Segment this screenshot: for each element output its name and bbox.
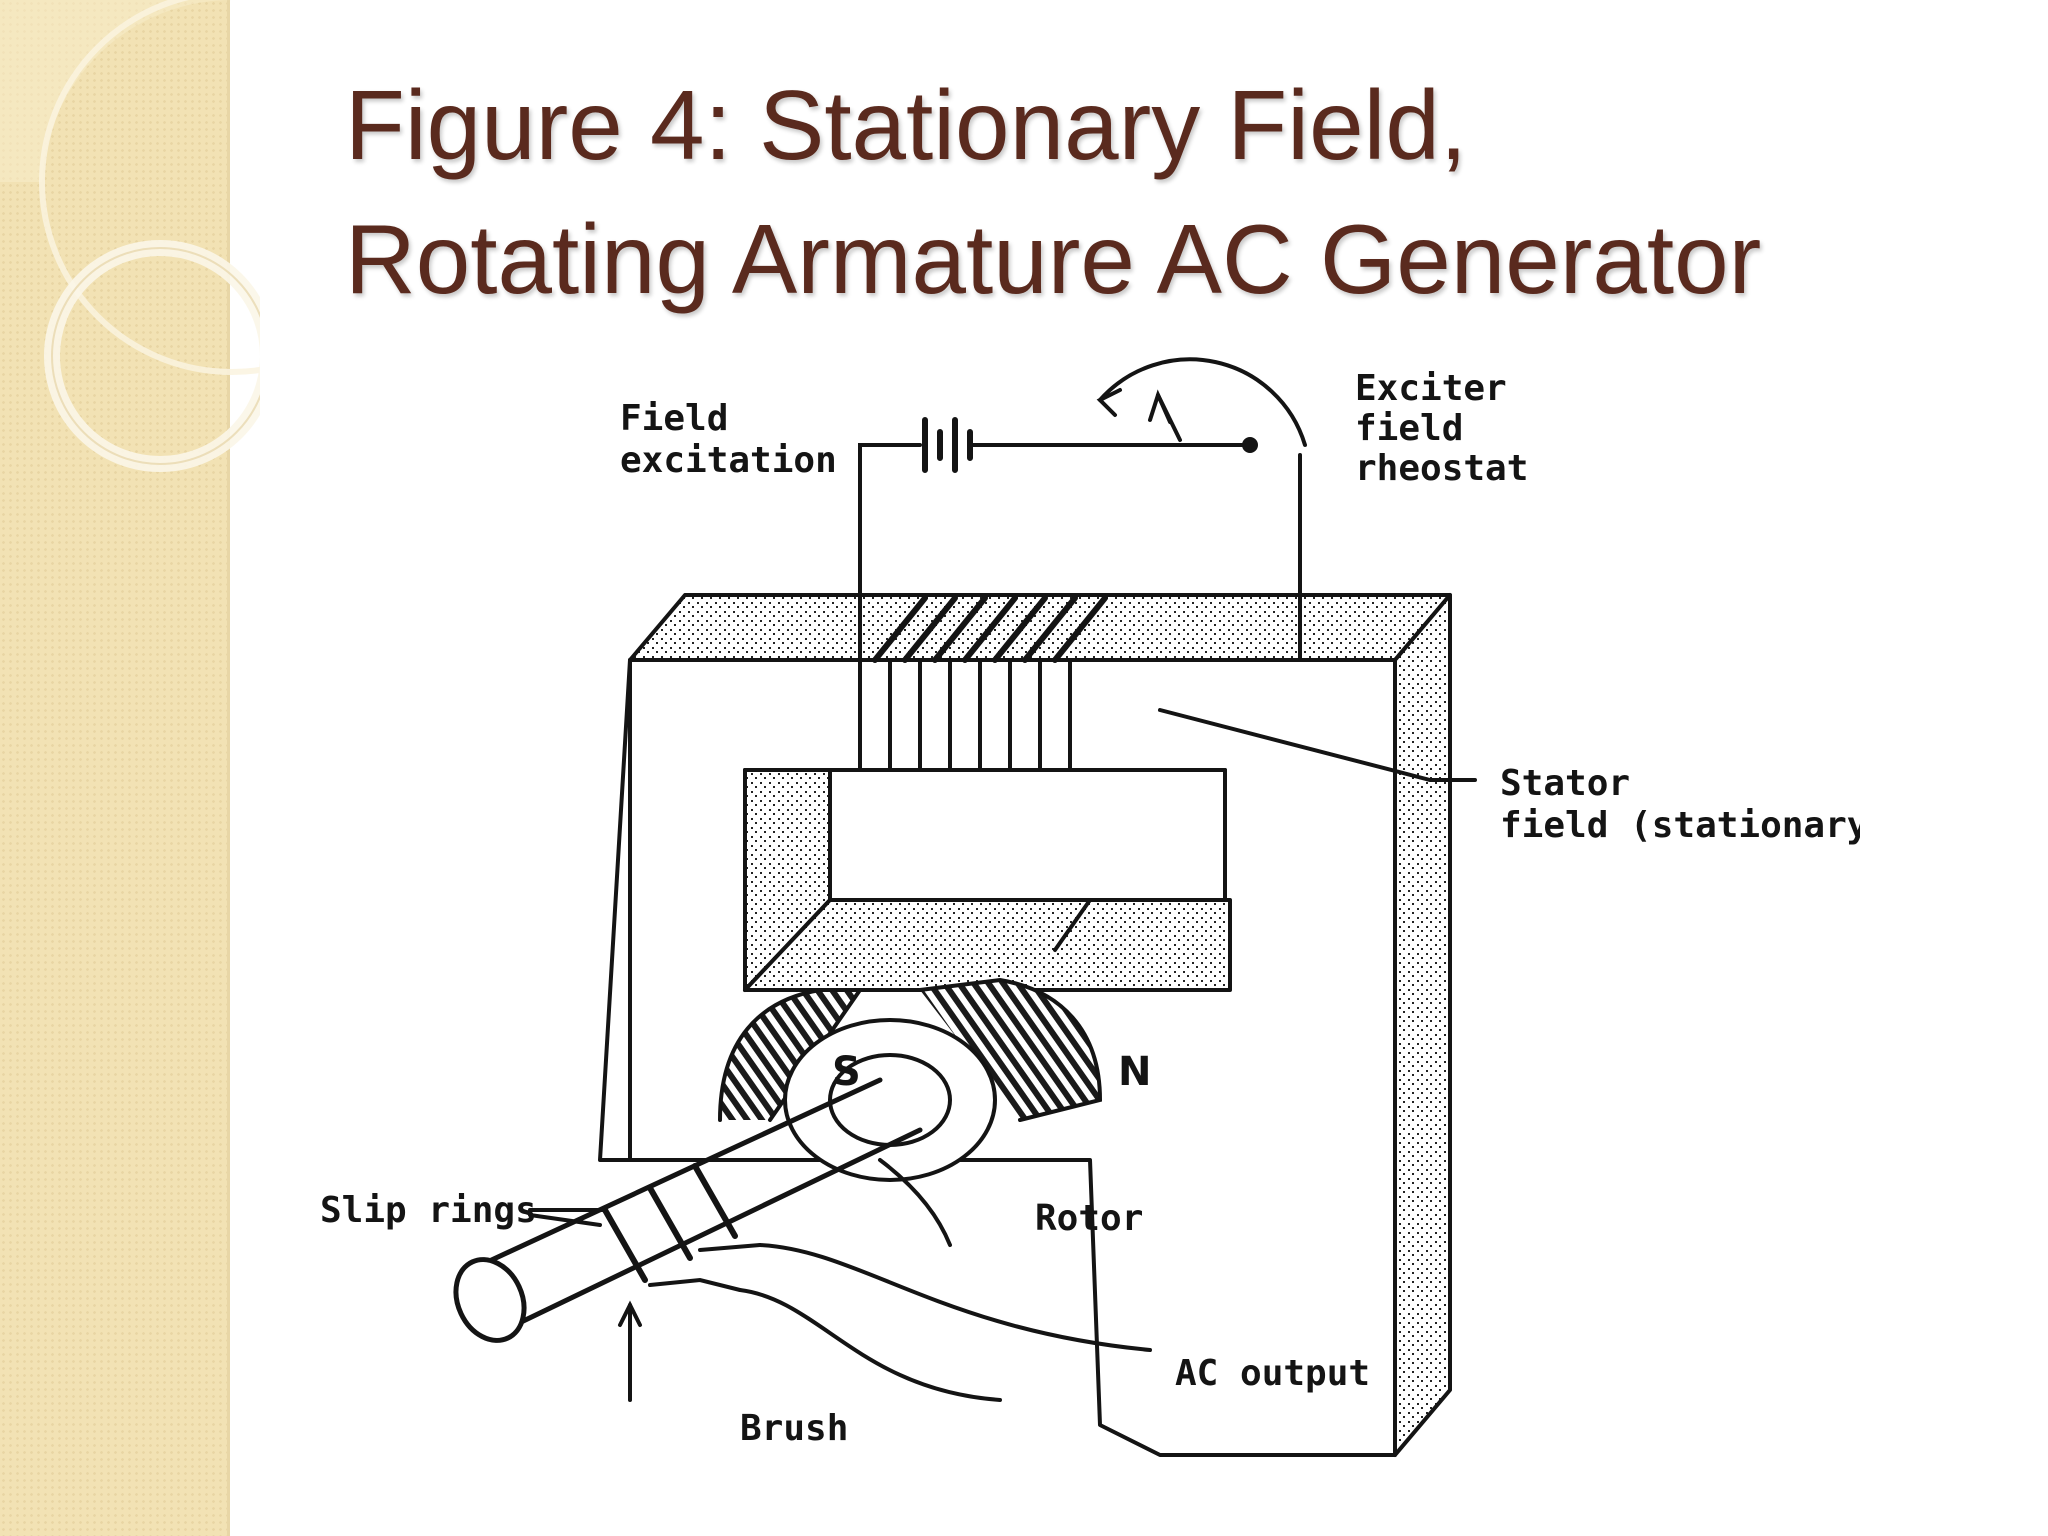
shaft-end xyxy=(453,1257,527,1343)
brush-2 xyxy=(698,1243,762,1252)
label-stator-2: field (stationary) xyxy=(1500,805,1860,846)
label-exciter-3: rheostat xyxy=(1355,448,1528,489)
label-slip-rings: Slip rings xyxy=(320,1190,537,1231)
excitation-lead-left xyxy=(858,443,922,662)
rotor-pointer xyxy=(878,1158,952,1247)
stator-right-face xyxy=(1393,593,1452,1457)
label-stator-1: Stator xyxy=(1500,763,1630,804)
field-windings xyxy=(858,658,1072,772)
label-pole-s: S xyxy=(832,1049,861,1095)
generator-diagram: Field excitation Exciter field rheostat … xyxy=(320,357,1860,1457)
title-line-1: Figure 4: Stationary Field, xyxy=(345,70,1468,180)
label-ac-output: AC output xyxy=(1175,1353,1370,1394)
slip-ring-bands xyxy=(602,1163,738,1283)
slip-rings-pointer xyxy=(528,1208,607,1227)
battery-icon xyxy=(922,417,973,473)
label-pole-n: N xyxy=(1118,1049,1151,1095)
sidebar-border xyxy=(227,0,230,1536)
north-pole-coil xyxy=(918,977,1103,1122)
label-brush: Brush xyxy=(740,1408,848,1449)
slide-title: Figure 4: Stationary Field, Rotating Arm… xyxy=(345,58,2005,326)
output-lead-1 xyxy=(738,1288,1002,1402)
stator-pointer xyxy=(1158,708,1477,782)
field-coil-top xyxy=(872,595,1108,663)
rotor-shaft-top xyxy=(467,1077,883,1273)
label-field-excitation-1: Field xyxy=(620,398,728,439)
deco-corner-shape xyxy=(0,0,232,182)
stator-inner-bottom-face xyxy=(743,898,1232,992)
brush-1 xyxy=(648,1277,742,1292)
rotor-shaft-bottom xyxy=(512,1127,923,1328)
title-line-2: Rotating Armature AC Generator xyxy=(345,204,1762,314)
south-pole-coil xyxy=(718,988,864,1122)
rheostat-contact xyxy=(1242,437,1258,453)
label-rotor: Rotor xyxy=(1035,1198,1143,1239)
deco-ring-small-edge xyxy=(51,247,260,465)
decorative-rings xyxy=(0,0,260,472)
deco-ring-large xyxy=(39,0,260,375)
output-lead-2 xyxy=(758,1243,1152,1352)
label-exciter-2: field xyxy=(1355,408,1463,449)
label-field-excitation-2: excitation xyxy=(620,440,837,481)
rheostat-arrow xyxy=(1096,388,1122,417)
rheostat-arc xyxy=(1098,357,1307,447)
label-exciter-1: Exciter xyxy=(1355,368,1507,409)
